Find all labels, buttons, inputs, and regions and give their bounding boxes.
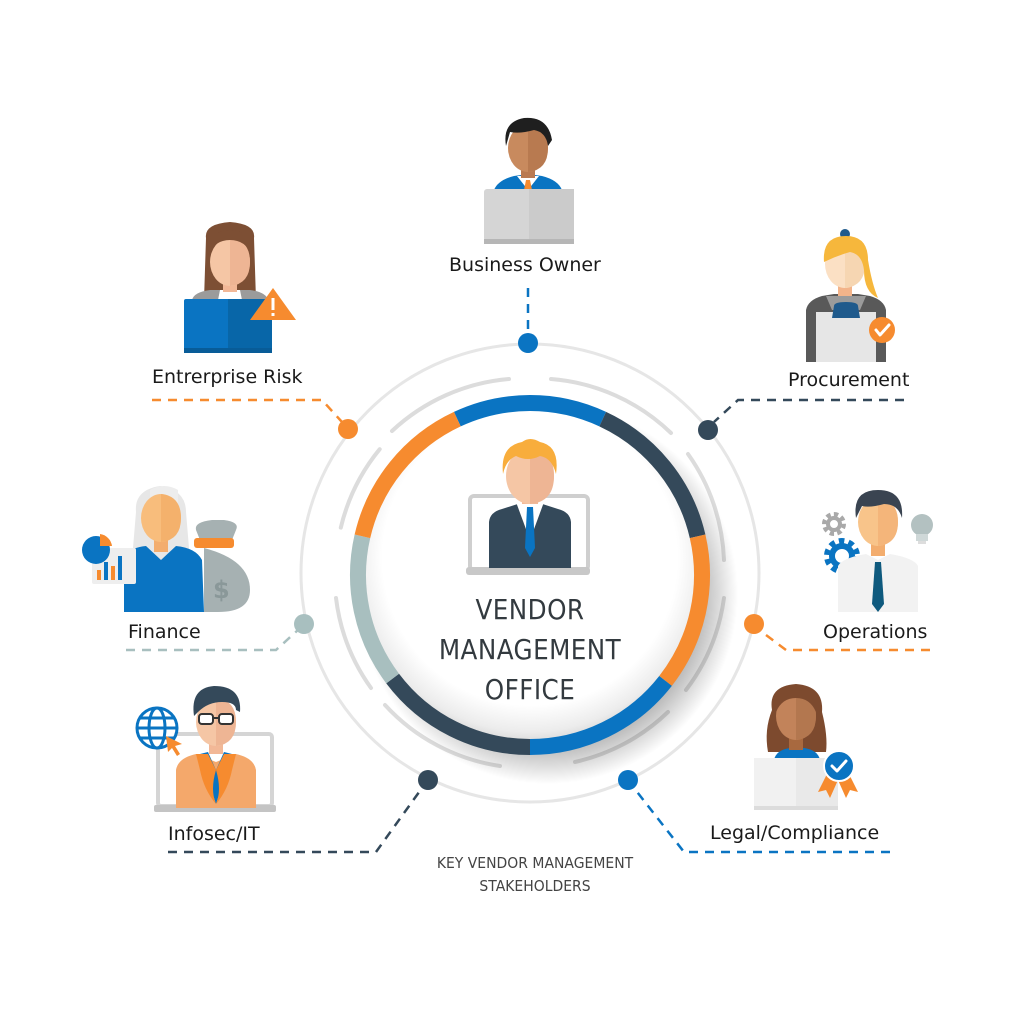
executive-laptop-icon bbox=[466, 439, 590, 575]
cursor-icon bbox=[166, 736, 182, 756]
center-title-line-1: VENDOR bbox=[475, 593, 585, 626]
ring-segment-dark bbox=[599, 411, 706, 539]
ring-segment-teal_gray bbox=[350, 534, 400, 684]
finance-icon: $ bbox=[82, 486, 250, 612]
operations-icon bbox=[822, 490, 933, 612]
svg-text:$: $ bbox=[213, 576, 230, 604]
business-owner-icon bbox=[484, 117, 574, 244]
label-infosec-it: Infosec/IT bbox=[168, 823, 260, 845]
leader-operations bbox=[761, 631, 930, 652]
procurement-icon bbox=[806, 229, 895, 362]
gear-gray-icon bbox=[822, 512, 846, 536]
label-procurement: Procurement bbox=[788, 369, 910, 391]
leader-lines bbox=[126, 288, 930, 854]
ring-segment-dark bbox=[386, 673, 531, 755]
caption-line-2: STAKEHOLDERS bbox=[479, 877, 591, 895]
ring-segment-blue bbox=[529, 675, 672, 755]
connector-dots bbox=[294, 333, 764, 790]
dot-business-owner bbox=[518, 333, 538, 353]
segmented-ring bbox=[350, 395, 710, 755]
dot-enterprise-risk bbox=[338, 419, 358, 439]
dot-infosec-it bbox=[418, 770, 438, 790]
center-title: VENDOR MANAGEMENT OFFICE bbox=[380, 590, 680, 710]
infosec-it-icon bbox=[135, 686, 276, 812]
label-operations: Operations bbox=[823, 621, 928, 643]
label-enterprise-risk: Entrerprise Risk bbox=[152, 366, 303, 388]
ring-segment-blue bbox=[453, 395, 607, 427]
label-legal-compliance: Legal/Compliance bbox=[710, 822, 880, 844]
enterprise-risk-icon bbox=[184, 222, 296, 353]
legal-compliance-icon bbox=[754, 684, 858, 810]
ring-segment-orange bbox=[659, 534, 710, 686]
dot-operations bbox=[744, 614, 764, 634]
leader-enterprise-risk bbox=[152, 398, 343, 423]
dot-procurement bbox=[698, 420, 718, 440]
label-business-owner: Business Owner bbox=[449, 254, 601, 276]
leader-procurement bbox=[713, 398, 904, 423]
dot-finance bbox=[294, 614, 314, 634]
leader-finance bbox=[126, 629, 299, 652]
lightbulb-icon bbox=[911, 514, 933, 544]
label-finance: Finance bbox=[128, 621, 201, 643]
dot-legal-compliance bbox=[618, 770, 638, 790]
leader-infosec-it bbox=[168, 787, 424, 854]
center-title-line-2: MANAGEMENT bbox=[438, 633, 622, 666]
ring-segment-orange bbox=[354, 411, 461, 539]
center-title-line-3: OFFICE bbox=[484, 673, 576, 706]
diagram-caption: KEY VENDOR MANAGEMENT STAKEHOLDERS bbox=[380, 852, 690, 898]
caption-line-1: KEY VENDOR MANAGEMENT bbox=[436, 854, 634, 872]
leader-legal-compliance bbox=[633, 787, 890, 854]
